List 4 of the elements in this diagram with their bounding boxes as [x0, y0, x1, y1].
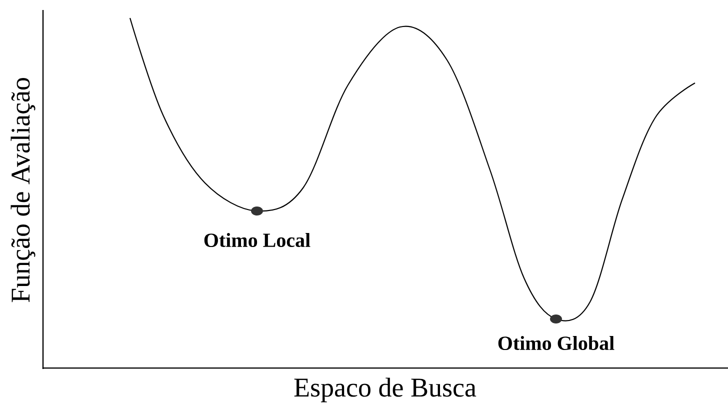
point-label: Otimo Global — [498, 336, 614, 350]
axis-label: Espaco de Busca — [294, 378, 476, 402]
axis-label: Função de Avaliação — [10, 78, 36, 302]
point-label: Otimo Local — [204, 232, 310, 248]
